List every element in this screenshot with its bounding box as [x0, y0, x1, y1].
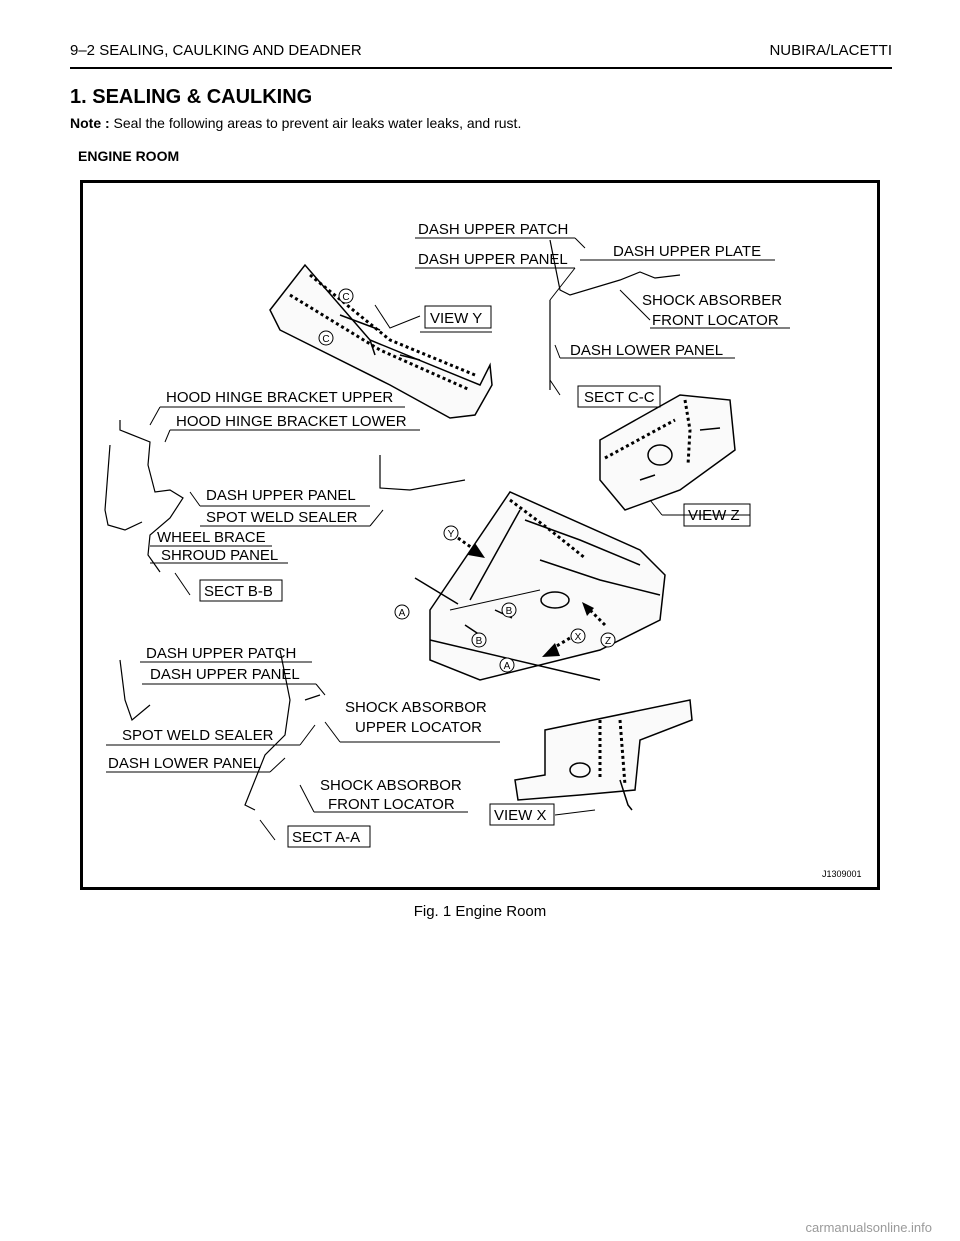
- label-shroud-panel: SHROUD PANEL: [161, 547, 278, 564]
- label-dash-upper-plate: DASH UPPER PLATE: [613, 243, 761, 260]
- arrow-x-icon: [542, 643, 560, 657]
- label-boxes: [199, 305, 751, 848]
- figure-code: J1309001: [822, 869, 862, 879]
- marker-x: X: [575, 632, 582, 643]
- watermark: carmanualsonline.info: [805, 1220, 932, 1235]
- label-sect-a-a: SECT A-A: [292, 829, 360, 846]
- section-title: 1. SEALING & CAULKING: [70, 86, 313, 108]
- marker-b-left: B: [476, 636, 483, 647]
- label-spot-weld-sealer-low: SPOT WELD SEALER: [122, 727, 274, 744]
- label-dash-upper-patch-low: DASH UPPER PATCH: [146, 645, 296, 662]
- marker-b-right: B: [506, 606, 513, 617]
- page-header: 9–2 SEALING, CAULKING AND DEADNER NUBIRA…: [70, 42, 892, 68]
- section-profiles: [104, 239, 681, 811]
- view-z-part-drawing: [599, 394, 736, 511]
- arrow-z-icon: [582, 602, 594, 616]
- label-dash-upper-panel-mid: DASH UPPER PANEL: [206, 487, 356, 504]
- sub-heading-engine-room: ENGINE ROOM: [78, 148, 180, 164]
- leader-lines: [106, 237, 790, 841]
- label-hood-hinge-bracket-lower: HOOD HINGE BRACKET LOWER: [176, 413, 407, 430]
- label-dash-upper-panel-top: DASH UPPER PANEL: [418, 251, 568, 268]
- figure-caption: Fig. 1 Engine Room: [413, 903, 547, 920]
- header-model-label: NUBIRA/LACETTI: [769, 42, 892, 59]
- label-view-x: VIEW X: [494, 807, 547, 824]
- label-dash-lower-panel-low: DASH LOWER PANEL: [108, 755, 261, 772]
- header-section-label: 9–2 SEALING, CAULKING AND DEADNER: [70, 42, 362, 59]
- label-hood-hinge-bracket-upper: HOOD HINGE BRACKET UPPER: [166, 389, 393, 406]
- view-y-part-drawing: [269, 263, 493, 419]
- label-dash-upper-patch-top: DASH UPPER PATCH: [418, 221, 568, 238]
- label-sect-b-b: SECT B-B: [204, 583, 273, 600]
- marker-a-left: A: [399, 608, 406, 619]
- label-view-z: VIEW Z: [688, 507, 740, 524]
- label-shock-absorber-front-locator-line2: FRONT LOCATOR: [652, 312, 779, 329]
- note-label: Note :: [70, 115, 110, 131]
- engine-room-figure: DASH UPPER PATCH DASH UPPER PANEL DASH U…: [80, 180, 880, 890]
- figure-illustration: DASH UPPER PATCH DASH UPPER PANEL DASH U…: [80, 180, 880, 890]
- label-shock-absorbor-upper-locator-line2: UPPER LOCATOR: [355, 719, 482, 736]
- figure-frame: [80, 180, 880, 890]
- label-shock-absorbor-front-locator-low-line1: SHOCK ABSORBOR: [320, 777, 462, 794]
- label-view-y: VIEW Y: [430, 310, 482, 327]
- direction-arrows: [457, 536, 607, 657]
- label-shock-absorbor-upper-locator-line1: SHOCK ABSORBOR: [345, 699, 487, 716]
- label-dash-upper-panel-low: DASH UPPER PANEL: [150, 666, 300, 683]
- central-assembly-drawing: [414, 491, 666, 681]
- marker-circles: [318, 288, 616, 673]
- marker-c-lower: C: [322, 334, 329, 345]
- label-shock-absorber-front-locator-line1: SHOCK ABSORBER: [642, 292, 782, 309]
- arrow-y-icon: [468, 543, 485, 558]
- label-shock-absorbor-front-locator-low-line2: FRONT LOCATOR: [328, 796, 455, 813]
- marker-c-upper: C: [342, 292, 349, 303]
- header-rule: [70, 67, 892, 69]
- label-dash-lower-panel-top: DASH LOWER PANEL: [570, 342, 723, 359]
- label-wheel-brace: WHEEL BRACE: [157, 529, 266, 546]
- marker-a-right: A: [504, 661, 511, 672]
- marker-z: Z: [605, 636, 611, 647]
- note-text: Seal the following areas to prevent air …: [109, 115, 522, 131]
- note-paragraph: Note : Seal the following areas to preve…: [70, 115, 521, 131]
- view-x-part-drawing: [514, 699, 693, 811]
- marker-y: Y: [448, 529, 455, 540]
- label-spot-weld-sealer-mid: SPOT WELD SEALER: [206, 509, 358, 526]
- label-sect-c-c: SECT C-C: [584, 389, 655, 406]
